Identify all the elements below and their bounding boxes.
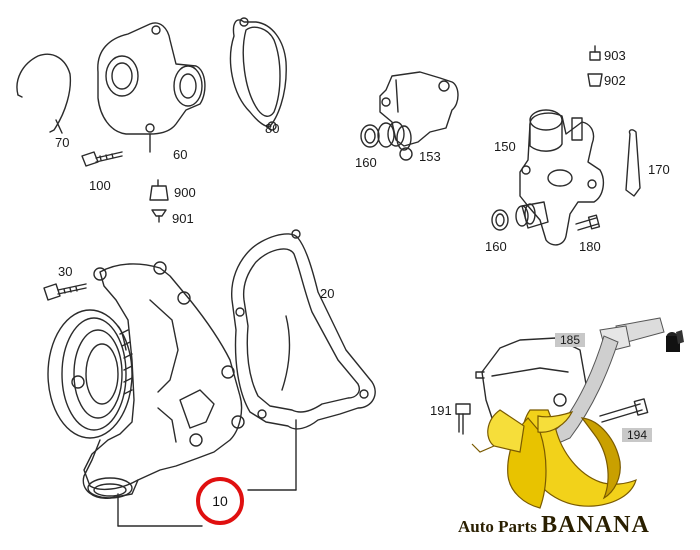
callout-10: 10 — [212, 493, 228, 509]
retaining-clip-part-170 — [625, 129, 641, 197]
valve-assembly-part-150 — [519, 109, 605, 246]
thermostat-housing-part-60 — [97, 22, 206, 153]
logo-text-part2: BANANA — [541, 512, 650, 538]
callout-903: 903 — [604, 48, 626, 63]
o-ring-part-160-bottom — [491, 209, 509, 231]
gasket-part-80 — [229, 17, 287, 131]
logo-text-part1: Auto Parts — [458, 517, 542, 536]
callout-100: 100 — [89, 178, 111, 193]
callout-194: 194 — [622, 428, 653, 442]
wire-clip-part-70 — [16, 53, 72, 134]
callout-180: 180 — [579, 239, 601, 254]
cap-part-902 — [587, 73, 603, 87]
screw-part-901 — [151, 209, 167, 223]
bolt-part-30 — [43, 283, 87, 301]
callout-150: 150 — [494, 139, 516, 154]
auto-parts-banana-logo-graphic — [471, 317, 684, 509]
callout-901: 901 — [172, 211, 194, 226]
highlighted-callout-10: 10 — [196, 477, 244, 525]
screw-part-903 — [589, 45, 601, 61]
coolant-housing-part-153 — [379, 71, 459, 161]
callout-80: 80 — [265, 121, 280, 136]
gasket-part-20 — [231, 229, 376, 491]
callout-902: 902 — [604, 73, 626, 88]
callout-191: 191 — [430, 403, 452, 418]
bolt-part-194 — [599, 398, 649, 423]
water-pump-part-10 — [47, 261, 245, 527]
callout-185: 185 — [555, 333, 586, 347]
callout-153: 153 — [419, 149, 441, 164]
auto-parts-banana-logo-text: Auto Parts BANANA — [458, 512, 650, 539]
pipe-fitting — [515, 201, 549, 229]
callout-70: 70 — [55, 135, 70, 150]
callout-170: 170 — [648, 162, 670, 177]
bolt-part-100 — [81, 151, 123, 167]
sensor-part-900 — [149, 179, 169, 201]
callout-60: 60 — [173, 147, 188, 162]
callout-160-bottom: 160 — [485, 239, 507, 254]
o-ring-part-160-top — [360, 122, 395, 148]
bolt-part-180 — [575, 214, 601, 231]
callout-20: 20 — [320, 286, 335, 301]
callout-160-top: 160 — [355, 155, 377, 170]
callout-900: 900 — [174, 185, 196, 200]
callout-30: 30 — [58, 264, 73, 279]
bolt-part-191 — [455, 403, 471, 435]
